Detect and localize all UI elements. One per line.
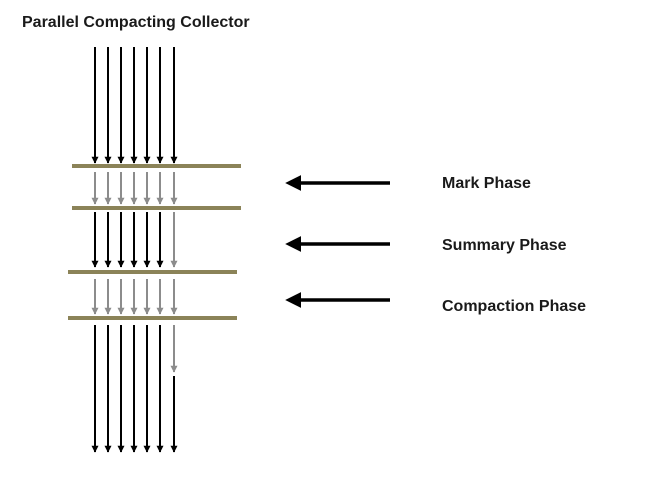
- phase-divider-bar: [68, 316, 237, 320]
- heap-arrows: [91, 47, 178, 453]
- phase-dividers: [68, 164, 241, 320]
- compaction-phase-pointer: Compaction Phase: [285, 292, 586, 315]
- phase-divider-bar: [72, 206, 241, 210]
- mark-phase-pointer: Mark Phase: [285, 175, 531, 192]
- summary-phase-label: Summary Phase: [442, 237, 567, 254]
- mark-phase-label: Mark Phase: [442, 175, 531, 192]
- summary-phase-pointer: Summary Phase: [285, 236, 567, 254]
- compaction-phase-label: Compaction Phase: [442, 298, 586, 315]
- phase-divider-bar: [68, 270, 237, 274]
- phase-divider-bar: [72, 164, 241, 168]
- diagram-title: Parallel Compacting Collector: [22, 14, 250, 31]
